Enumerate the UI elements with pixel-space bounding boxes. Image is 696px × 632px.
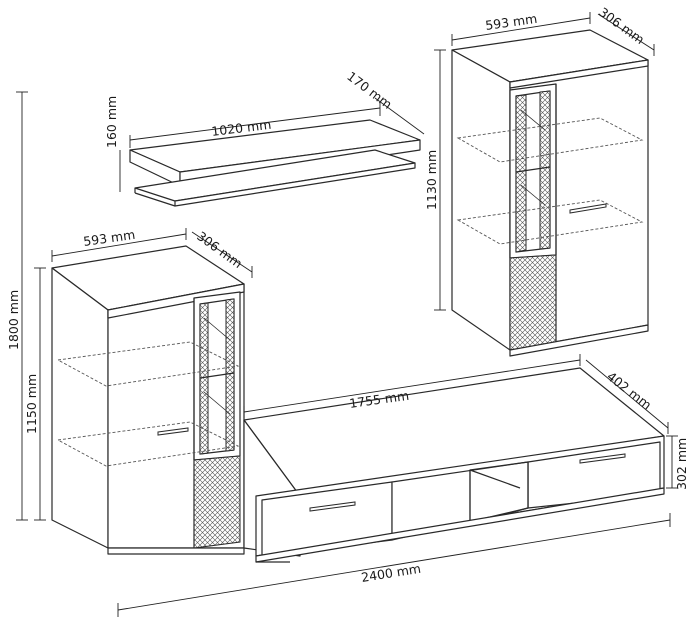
total-width-label: 2400 mm: [360, 561, 422, 585]
wall-shelf: [129, 119, 421, 207]
dimension-lines: [16, 12, 678, 617]
shelf-height-label: 160 mm: [104, 96, 119, 148]
tv-unit-height-label: 302 mm: [674, 438, 689, 490]
left-cabinet-width-label: 593 mm: [82, 227, 136, 249]
shelf-depth-label: 170 mm: [344, 68, 395, 111]
upper-cabinet-height-label: 1130 mm: [424, 150, 439, 210]
total-height-label: 1800 mm: [6, 290, 21, 350]
shelf-width-label: 1020 mm: [211, 117, 273, 139]
tv-unit: [243, 367, 665, 563]
upper-cabinet-width-label: 593 mm: [484, 11, 538, 33]
left-cabinet-height-label: 1150 mm: [24, 374, 39, 434]
upper-display-cabinet: [451, 29, 649, 357]
left-display-cabinet: [51, 245, 245, 555]
